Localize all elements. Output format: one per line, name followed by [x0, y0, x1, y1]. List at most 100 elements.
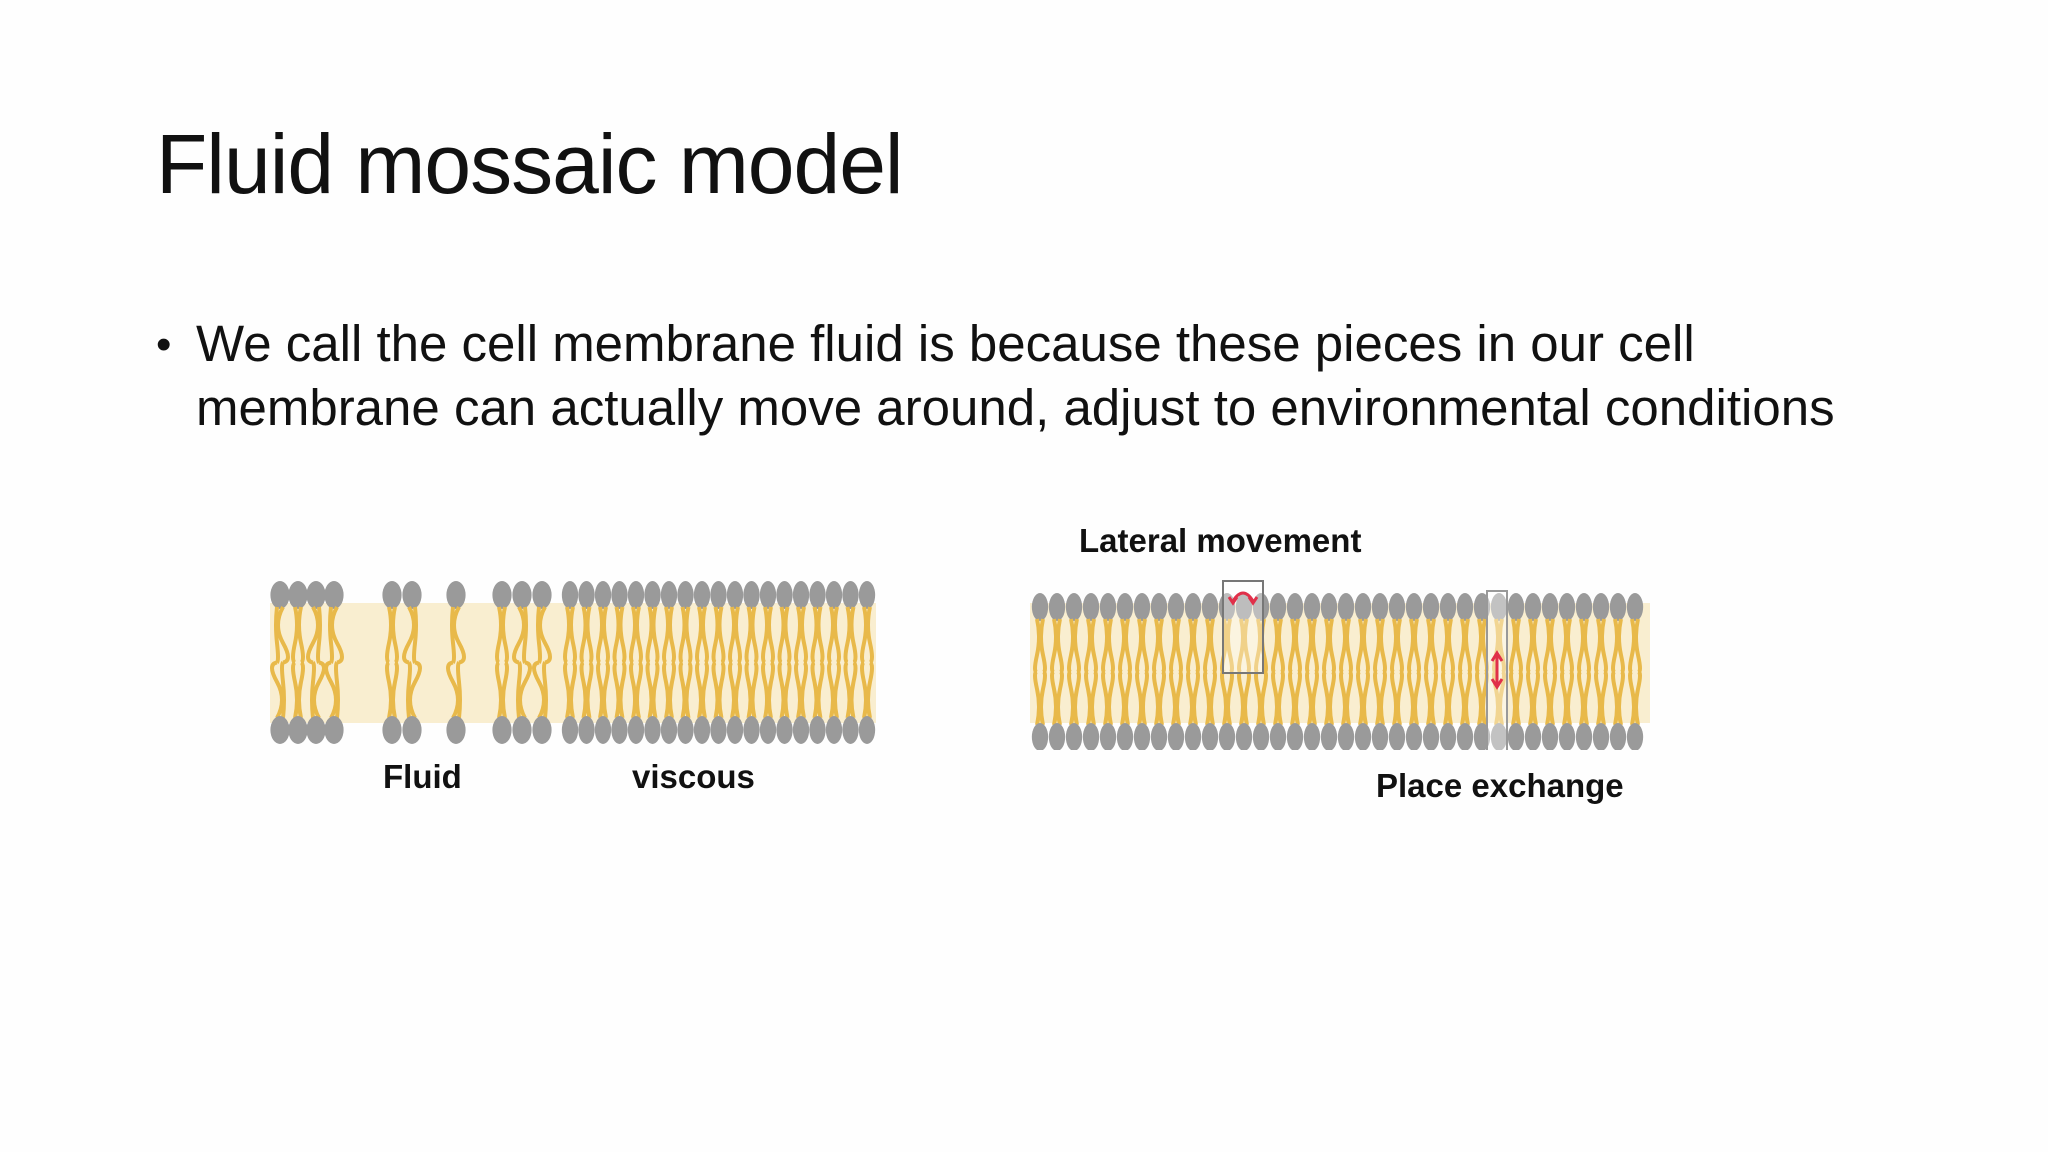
lipid-tail	[542, 660, 548, 719]
lipid-tail	[406, 660, 412, 719]
lipid-head	[726, 581, 744, 609]
lipid-head	[532, 716, 552, 744]
lipid-head	[1167, 723, 1185, 750]
lipid-head	[858, 716, 876, 744]
lipid-head	[382, 716, 402, 744]
bullet-marker: •	[156, 320, 172, 369]
lipid-tail	[280, 660, 286, 719]
lipid-head	[1422, 593, 1440, 621]
lipid-tail	[408, 660, 422, 719]
lipid-tail	[501, 606, 509, 665]
lipid-tail	[1543, 670, 1551, 726]
lipid-tail	[1294, 670, 1302, 726]
lipid-head	[512, 716, 532, 744]
lipid-head	[402, 716, 422, 744]
lipid-tail	[827, 606, 835, 665]
membrane-movement-figure	[1030, 580, 1650, 750]
lipid-tail	[662, 660, 670, 719]
lipid-head	[1218, 723, 1236, 750]
lipid-tail	[1186, 670, 1194, 726]
lipid-tail	[402, 606, 416, 665]
lipid-tail	[1407, 670, 1415, 726]
lipid-head	[1235, 593, 1253, 621]
lipid-head	[627, 581, 645, 609]
lipid-tail	[291, 660, 299, 719]
lipid-tail	[385, 606, 393, 665]
lipid-tail	[783, 606, 792, 665]
lipid-tail	[645, 660, 654, 719]
lipid-tail	[1390, 670, 1398, 726]
lipid-head	[1082, 593, 1100, 621]
lipid-tail	[274, 606, 280, 665]
lipid-tail	[276, 606, 290, 665]
lipid-head	[270, 716, 290, 744]
lipid-head	[792, 581, 810, 609]
lipid-head	[776, 581, 793, 609]
lipid-tail	[1594, 670, 1602, 726]
lipid-tail	[1492, 670, 1500, 726]
lipid-tail	[1050, 670, 1058, 726]
lipid-tail	[330, 606, 344, 665]
lipid-tail	[629, 606, 637, 665]
lipid-head	[306, 716, 326, 744]
lipid-tail	[1611, 670, 1619, 726]
lipid-tail	[701, 606, 709, 665]
lipid-head	[492, 581, 512, 609]
lipid-head	[759, 581, 777, 609]
lipid-head	[288, 581, 308, 609]
lipid-tail	[777, 660, 786, 719]
lipid-head	[1541, 593, 1559, 621]
lipid-tail	[1345, 670, 1353, 726]
lipid-tail	[536, 606, 542, 665]
lipid-head	[1269, 723, 1287, 750]
lipid-tail	[1577, 670, 1585, 726]
lipid-tail	[1101, 670, 1109, 726]
lipid-head	[594, 581, 612, 609]
lipid-tail	[777, 606, 786, 665]
lipid-tail	[1039, 670, 1047, 726]
lipid-head	[858, 581, 876, 609]
lipid-head	[492, 716, 512, 744]
lipid-head	[1388, 593, 1406, 621]
lipid-head	[1354, 723, 1372, 750]
lipid-tail	[678, 606, 687, 665]
bullet-text: We call the cell membrane fluid is becau…	[196, 315, 1835, 436]
lipid-tail	[1073, 670, 1081, 726]
lipid-tail	[849, 606, 858, 665]
lipid-head	[1303, 593, 1321, 621]
lipid-tail	[860, 660, 868, 719]
lipid-tail	[328, 606, 334, 665]
lipid-head	[532, 581, 552, 609]
lipid-tail	[495, 660, 503, 719]
lipid-head	[1167, 593, 1185, 621]
lipid-tail	[618, 606, 627, 665]
lipid-tail	[1441, 670, 1449, 726]
lipid-tail	[579, 660, 588, 719]
lipid-head	[1337, 723, 1355, 750]
lipid-tail	[695, 606, 703, 665]
lipid-head	[1541, 723, 1559, 750]
lipid-head	[1048, 593, 1066, 621]
lipid-head	[1558, 593, 1576, 621]
lipid-head	[677, 581, 694, 609]
lipid-tail	[306, 606, 320, 665]
lipid-head	[1082, 723, 1100, 750]
lipid-tail	[866, 606, 874, 665]
lipid-head	[1286, 723, 1304, 750]
lipid-head	[1286, 593, 1304, 621]
lipid-head	[809, 581, 826, 609]
lipid-tail	[833, 660, 841, 719]
lateral-movement-box	[1222, 580, 1264, 674]
lipid-tail	[1498, 670, 1506, 726]
lipid-tail	[1549, 670, 1557, 726]
lipid-tail	[651, 606, 660, 665]
lipid-tail	[1600, 670, 1608, 726]
lipid-tail	[635, 606, 643, 665]
lipid-tail	[450, 606, 456, 665]
lipid-head	[1269, 593, 1287, 621]
lipid-head	[1490, 593, 1508, 621]
lipid-head	[1116, 593, 1134, 621]
lipid-head	[1354, 593, 1372, 621]
lipid-head	[644, 581, 661, 609]
lipid-tail	[312, 660, 326, 719]
